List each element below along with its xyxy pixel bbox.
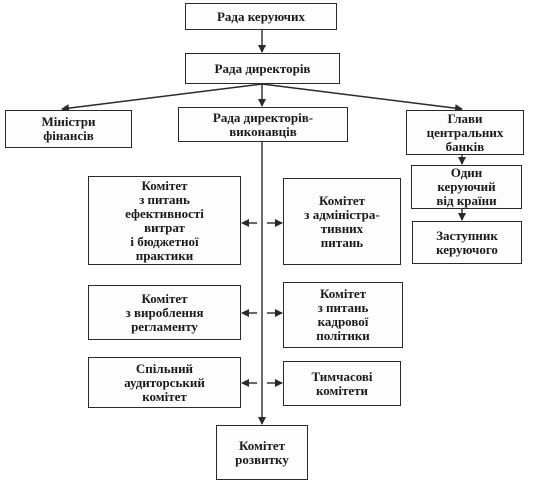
edge-directors-banks	[261, 83, 463, 113]
node-executive-directors: Рада директорів- виконавців	[178, 107, 348, 142]
node-board-governors: Рада керуючих	[185, 3, 337, 30]
node-audit-committee: Спільний аудиторський комітет	[88, 357, 241, 408]
node-deputy-governor: Заступник керуючого	[412, 221, 522, 264]
node-one-governor: Один керуючий від країни	[411, 165, 522, 209]
node-finance-ministers: Міністри фінансів	[5, 110, 132, 148]
node-cost-committee: Комітет з питань ефективності витрат і б…	[88, 176, 241, 265]
node-rules-committee: Комітет з вироблення регламенту	[88, 285, 241, 340]
node-temp-committees: Тимчасові комітети	[283, 361, 401, 406]
node-personnel-committee: Комітет з питань кадрової політики	[283, 282, 403, 348]
node-board-directors: Рада директорів	[185, 53, 340, 84]
node-admin-committee: Комітет з адміністра- тивних питань	[283, 178, 401, 265]
edge-directors-finance	[61, 83, 263, 113]
node-central-bank-heads: Глави центральних банків	[406, 110, 524, 155]
node-development-committee: Комітет розвитку	[216, 425, 308, 480]
